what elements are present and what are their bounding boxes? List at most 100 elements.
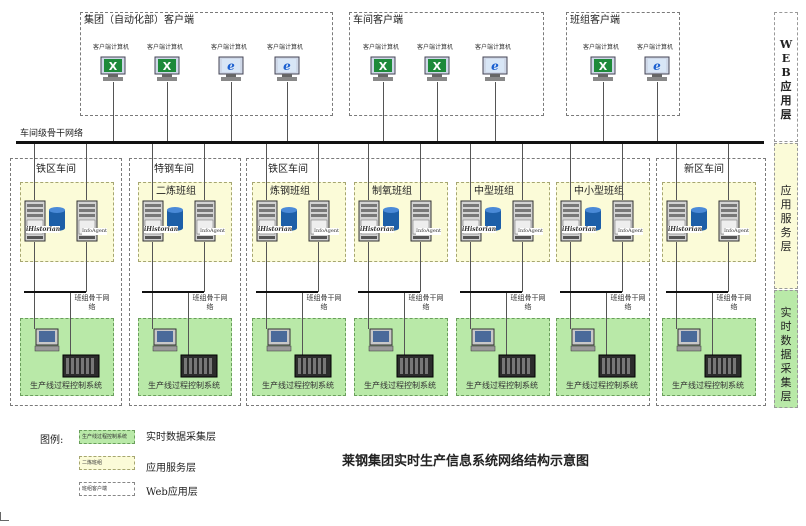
- legend-swatch-text: 生产线过程控制系统: [82, 434, 128, 440]
- legend-swatch-service: 二炼班组: [79, 456, 135, 470]
- client-computer-label: 客户端计算机: [417, 44, 454, 51]
- workshop-title: 新区车间: [684, 164, 724, 175]
- server-icon[interactable]: [612, 200, 634, 246]
- server-link-line: [318, 242, 319, 292]
- client-computer-label: 客户端计算机: [267, 44, 304, 51]
- team-network-label: 班组骨干网络: [716, 294, 752, 311]
- server-link-line: [34, 242, 35, 292]
- backbone-drop-line: [728, 144, 729, 200]
- legend-label: 实时数据采集层: [146, 432, 216, 443]
- layer-band-service: [774, 143, 798, 289]
- ie-computer-icon[interactable]: e: [216, 56, 246, 86]
- server-link-line: [86, 242, 87, 292]
- backbone-drop-line: [318, 144, 319, 200]
- excel-computer-icon[interactable]: X: [422, 56, 452, 86]
- operator-pc-icon[interactable]: [34, 328, 62, 358]
- client-link-line: [383, 82, 384, 142]
- legend-swatch-web: 班组客户端: [79, 482, 135, 496]
- server-link-line: [266, 242, 267, 292]
- agent-label: InfoAgent: [200, 228, 226, 235]
- backbone-line: [16, 141, 764, 144]
- plc-controller-icon[interactable]: [180, 354, 218, 382]
- historian-label: iHistorian: [258, 226, 293, 233]
- control-system-label: 生产线过程控制系统: [672, 381, 744, 390]
- server-icon[interactable]: [194, 200, 216, 246]
- ie-computer-icon[interactable]: e: [480, 56, 510, 86]
- operator-pc-icon[interactable]: [368, 328, 396, 358]
- plc-controller-icon[interactable]: [62, 354, 100, 382]
- excel-computer-icon[interactable]: X: [368, 56, 398, 86]
- server-icon[interactable]: [24, 200, 46, 246]
- backbone-drop-line: [204, 144, 205, 200]
- client-group-title: 班组客户端: [570, 15, 620, 26]
- operator-pc-icon[interactable]: [152, 328, 180, 358]
- backbone-drop-line: [522, 144, 523, 200]
- control-link-line: [302, 293, 303, 355]
- server-link-line: [204, 242, 205, 292]
- server-icon[interactable]: [512, 200, 534, 246]
- control-link-line: [404, 293, 405, 355]
- diagram-title: 莱钢集团实时生产信息系统网络结构示意图: [342, 454, 590, 469]
- backbone-drop-line: [420, 144, 421, 200]
- ie-computer-icon[interactable]: e: [642, 56, 672, 86]
- server-icon[interactable]: [560, 200, 582, 246]
- svg-text:X: X: [433, 60, 442, 73]
- legend-swatch-text: 二炼班组: [82, 460, 103, 466]
- excel-computer-icon[interactable]: X: [588, 56, 618, 86]
- server-icon[interactable]: [718, 200, 740, 246]
- plc-controller-icon[interactable]: [396, 354, 434, 382]
- server-link-line: [622, 242, 623, 292]
- plc-controller-icon[interactable]: [498, 354, 536, 382]
- team-network-label: 班组骨干网络: [408, 294, 444, 311]
- operator-pc-icon[interactable]: [676, 328, 704, 358]
- plc-controller-icon[interactable]: [294, 354, 332, 382]
- server-icon[interactable]: [142, 200, 164, 246]
- team-network-label: 班组骨干网络: [510, 294, 546, 311]
- control-link-line: [712, 293, 713, 355]
- client-link-line: [657, 82, 658, 142]
- server-icon[interactable]: [308, 200, 330, 246]
- agent-label: InfoAgent: [416, 228, 442, 235]
- client-computer-label: 客户端计算机: [583, 44, 620, 51]
- agent-label: InfoAgent: [724, 228, 750, 235]
- historian-label: iHistorian: [26, 226, 61, 233]
- control-link-line: [266, 293, 267, 329]
- layer-band-web: [774, 12, 798, 142]
- server-icon[interactable]: [76, 200, 98, 246]
- ie-computer-icon[interactable]: e: [272, 56, 302, 86]
- server-icon[interactable]: [256, 200, 278, 246]
- svg-text:X: X: [163, 60, 172, 73]
- excel-computer-icon[interactable]: X: [98, 56, 128, 86]
- team-network-line: [460, 291, 522, 293]
- control-link-line: [470, 293, 471, 329]
- operator-pc-icon[interactable]: [470, 328, 498, 358]
- server-icon[interactable]: [666, 200, 688, 246]
- historian-label: iHistorian: [144, 226, 179, 233]
- svg-text:e: e: [491, 59, 499, 73]
- operator-pc-icon[interactable]: [266, 328, 294, 358]
- client-computer-label: 客户端计算机: [363, 44, 400, 51]
- backbone-drop-line: [570, 144, 571, 200]
- operator-pc-icon[interactable]: [570, 328, 598, 358]
- backbone-drop-line: [266, 144, 267, 200]
- control-link-line: [368, 293, 369, 329]
- server-icon[interactable]: [410, 200, 432, 246]
- layer-label-service: 应用服务层: [780, 184, 792, 253]
- server-icon[interactable]: [358, 200, 380, 246]
- team-network-line: [142, 291, 204, 293]
- control-system-label: 生产线过程控制系统: [566, 381, 638, 390]
- control-link-line: [34, 293, 35, 329]
- backbone-drop-line: [676, 144, 677, 200]
- plc-controller-icon[interactable]: [598, 354, 636, 382]
- agent-label: InfoAgent: [518, 228, 544, 235]
- team-network-label: 班组骨干网络: [306, 294, 342, 311]
- client-link-line: [113, 82, 114, 142]
- excel-computer-icon[interactable]: X: [152, 56, 182, 86]
- plc-controller-icon[interactable]: [704, 354, 742, 382]
- svg-text:e: e: [653, 59, 661, 73]
- client-link-line: [603, 82, 604, 142]
- client-group-team: [566, 12, 680, 116]
- server-icon[interactable]: [460, 200, 482, 246]
- database-icon: [382, 206, 400, 236]
- team-network-line: [666, 291, 728, 293]
